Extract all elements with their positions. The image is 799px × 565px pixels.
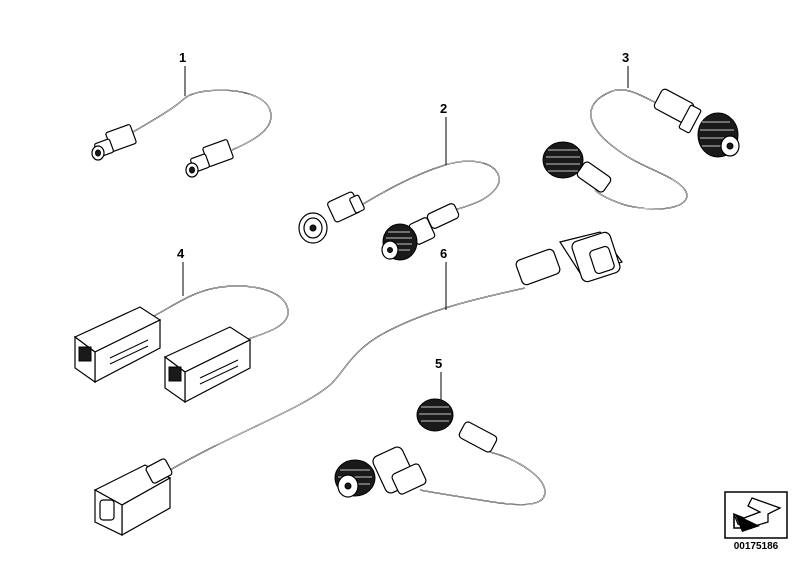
- part-2-label[interactable]: 2: [440, 101, 447, 116]
- part-3-plug-right: [653, 88, 740, 158]
- part-5-label[interactable]: 5: [435, 356, 442, 371]
- part-2-plug-socket: [298, 191, 365, 244]
- part-6-label[interactable]: 6: [440, 246, 447, 261]
- part-6-cable[interactable]: [93, 231, 623, 537]
- part-1-plug-a: [91, 124, 137, 161]
- part-4-cable[interactable]: [73, 285, 289, 404]
- part-3-label[interactable]: 3: [622, 50, 629, 65]
- document-number: 00175186: [733, 541, 779, 552]
- part-5-plug-straight: [416, 398, 498, 453]
- part-1-label[interactable]: 1: [179, 50, 186, 65]
- part-4-plug-a: [73, 306, 162, 384]
- part-6-plug-angled: [515, 231, 623, 286]
- part-3-plug-left: [542, 141, 612, 193]
- part-1-cable[interactable]: [91, 89, 272, 178]
- part-6-plug-rect: [93, 458, 173, 537]
- part-2-plug-knurled: [381, 203, 460, 261]
- nav-arrow-icon[interactable]: [724, 491, 788, 539]
- part-3-cable[interactable]: [542, 88, 740, 210]
- part-4-label[interactable]: 4: [177, 246, 185, 261]
- part-2-cable[interactable]: [298, 160, 500, 261]
- part-5-plug-angled: [334, 446, 427, 498]
- part-1-plug-b: [185, 139, 234, 178]
- part-4-plug-b: [163, 326, 252, 404]
- part-5-cable[interactable]: [334, 398, 546, 506]
